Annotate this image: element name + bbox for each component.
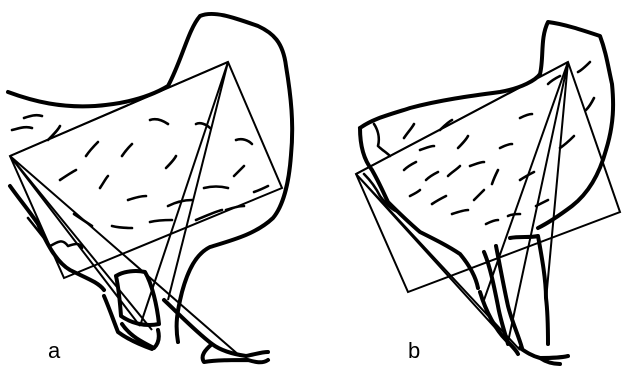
bird-a-outline bbox=[8, 14, 292, 362]
measurement-frame-b bbox=[356, 62, 620, 350]
panel-b: b bbox=[356, 22, 620, 364]
panel-label-b: b bbox=[408, 338, 420, 363]
frame-b-line-1 bbox=[356, 62, 568, 174]
frame-a-line-1 bbox=[10, 62, 228, 156]
panel-label-a: a bbox=[48, 338, 61, 363]
panel-a: a bbox=[8, 14, 292, 363]
frame-b-line-4 bbox=[508, 62, 568, 342]
frame-a-line-3 bbox=[10, 156, 152, 330]
frame-b-line-6 bbox=[546, 62, 568, 300]
frame-b-line-5 bbox=[484, 62, 568, 300]
measurement-frame-a bbox=[10, 62, 282, 356]
frame-a-line-2 bbox=[10, 156, 140, 326]
bird-a-feathers bbox=[12, 115, 268, 228]
frame-a-line-6 bbox=[168, 62, 228, 300]
